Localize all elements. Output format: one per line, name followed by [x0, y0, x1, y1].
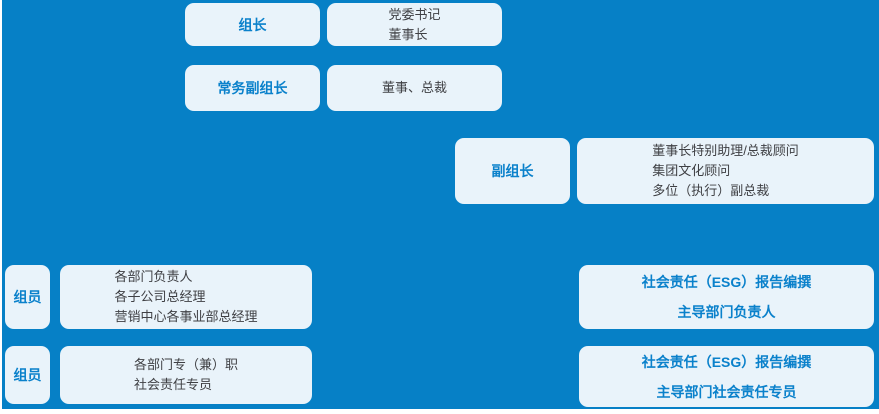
- node-deputy-leader-title: 副组长: [455, 138, 570, 204]
- node-deputy-leader-title-label: 副组长: [491, 163, 534, 179]
- node-exec-deputy-leader-members: 董事、总裁: [327, 65, 502, 111]
- member-line: 董事长特别助理/总裁顾问: [652, 143, 799, 158]
- node-exec-deputy-leader-title-label: 常务副组长: [217, 80, 288, 96]
- node-members2-role: 社会责任（ESG）报告编撰 主导部门社会责任专员: [579, 346, 874, 407]
- node-members2-title: 组员: [5, 346, 50, 404]
- member-line: 社会责任专员: [133, 377, 212, 392]
- member-line: 各部门负责人: [114, 269, 193, 284]
- node-members2-members-lines: 各部门专（兼）职 社会责任专员: [134, 355, 238, 395]
- node-members1-members-lines: 各部门负责人 各子公司总经理 营销中心各事业部总经理: [114, 267, 257, 327]
- role-line: 社会责任（ESG）报告编撰: [641, 353, 812, 370]
- role-line: 主导部门负责人: [677, 304, 776, 320]
- node-leader-members-lines: 党委书记 董事长: [388, 5, 440, 45]
- member-line: 各子公司总经理: [114, 289, 206, 304]
- member-line: 集团文化顾问: [652, 163, 731, 178]
- member-line: 各部门专（兼）职: [133, 357, 238, 372]
- member-line: 党委书记: [388, 6, 441, 22]
- member-line: 营销中心各事业部总经理: [114, 309, 258, 324]
- node-members1-role-lines: 社会责任（ESG）报告编撰 主导部门负责人: [642, 267, 812, 327]
- node-leader-members: 党委书记 董事长: [327, 3, 502, 46]
- node-members2-title-label: 组员: [13, 367, 42, 383]
- node-deputy-leader-members-lines: 董事长特别助理/总裁顾问 集团文化顾问 多位（执行）副总裁: [652, 141, 799, 201]
- role-line: 社会责任（ESG）报告编撰: [641, 274, 812, 290]
- node-members2-members: 各部门专（兼）职 社会责任专员: [60, 346, 312, 404]
- node-leader-title-label: 组长: [238, 16, 267, 33]
- node-members2-role-lines: 社会责任（ESG）报告编撰 主导部门社会责任专员: [642, 347, 812, 407]
- node-deputy-leader-members: 董事长特别助理/总裁顾问 集团文化顾问 多位（执行）副总裁: [577, 138, 874, 204]
- member-line: 董事、总裁: [381, 80, 447, 95]
- member-line: 多位（执行）副总裁: [652, 183, 770, 198]
- node-members1-members: 各部门负责人 各子公司总经理 营销中心各事业部总经理: [60, 265, 312, 329]
- node-exec-deputy-leader-title: 常务副组长: [185, 65, 320, 111]
- node-members1-title: 组员: [5, 265, 50, 329]
- role-line: 主导部门社会责任专员: [656, 383, 797, 400]
- member-line: 董事长: [388, 26, 428, 42]
- node-leader-title: 组长: [185, 3, 320, 46]
- node-exec-deputy-leader-members-lines: 董事、总裁: [382, 78, 447, 98]
- node-members1-title-label: 组员: [13, 289, 42, 305]
- node-members1-role: 社会责任（ESG）报告编撰 主导部门负责人: [579, 265, 874, 329]
